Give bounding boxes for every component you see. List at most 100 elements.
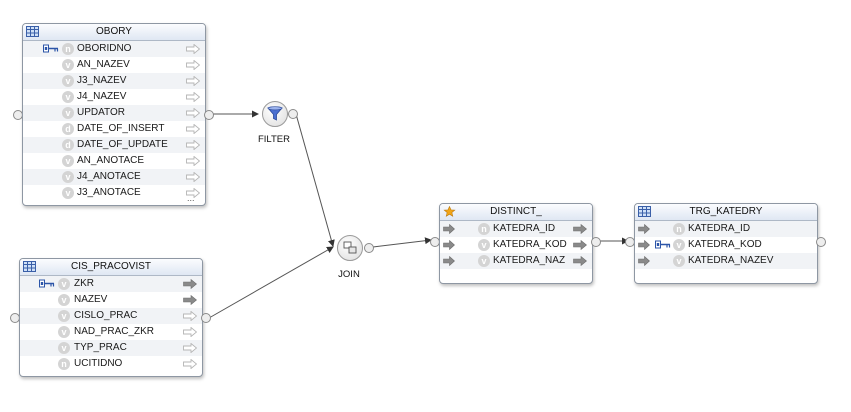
output-arrow-icon[interactable]	[183, 295, 197, 305]
output-arrow-icon[interactable]	[186, 188, 200, 198]
column-name: CISLO_PRAC	[74, 310, 138, 321]
table-header[interactable]: DISTINCT_	[440, 204, 592, 221]
output-arrow-icon[interactable]	[573, 240, 587, 250]
datatype-v-icon: v	[478, 255, 490, 267]
output-arrow-icon[interactable]	[186, 156, 200, 166]
column-row[interactable]: v CISLO_PRAC	[20, 308, 202, 324]
datatype-n-icon: n	[58, 358, 70, 370]
column-name: ZKR	[74, 278, 94, 289]
output-arrow-icon[interactable]	[183, 359, 197, 369]
column-name: UCITIDNO	[74, 358, 123, 369]
column-name: J3_ANOTACE	[77, 187, 141, 198]
column-name: KATEDRA_NAZEV	[688, 255, 774, 266]
output-arrow-icon[interactable]	[183, 279, 197, 289]
join-operator[interactable]	[337, 235, 363, 261]
datatype-v-icon: v	[58, 310, 70, 322]
wire-join-distinct	[372, 237, 432, 248]
datatype-v-icon: v	[58, 326, 70, 338]
datatype-v-icon: v	[62, 155, 74, 167]
column-name: NAZEV	[74, 294, 108, 305]
datatype-v-icon: v	[58, 294, 70, 306]
table-grid-icon	[638, 206, 651, 217]
datatype-v-icon: v	[58, 342, 70, 354]
output-arrow-icon[interactable]	[186, 140, 200, 150]
output-arrow-icon[interactable]	[186, 92, 200, 102]
output-arrow-icon[interactable]	[186, 60, 200, 70]
table-header[interactable]: CIS_PRACOVIST	[20, 259, 202, 276]
output-arrow-icon[interactable]	[183, 343, 197, 353]
input-arrow-icon[interactable]	[638, 256, 650, 266]
distinct-output-port[interactable]	[591, 237, 601, 247]
input-arrow-icon[interactable]	[443, 256, 455, 266]
datatype-v-icon: v	[673, 239, 685, 251]
datatype-d-icon: d	[62, 123, 74, 135]
column-row[interactable]: n UCITIDNO	[20, 356, 202, 372]
input-arrow-icon[interactable]	[443, 224, 455, 234]
column-row[interactable]: v NAZEV	[20, 292, 202, 308]
output-arrow-icon[interactable]	[186, 108, 200, 118]
output-arrow-icon[interactable]	[186, 172, 200, 182]
filter-output-port[interactable]	[288, 109, 298, 119]
output-arrow-icon[interactable]	[186, 76, 200, 86]
datatype-v-icon: v	[62, 171, 74, 183]
filter-operator[interactable]	[262, 101, 288, 127]
funnel-icon	[267, 106, 283, 121]
input-arrow-icon[interactable]	[443, 240, 455, 250]
datatype-v-icon: v	[62, 75, 74, 87]
table-header[interactable]: OBORY	[23, 24, 205, 41]
output-arrow-icon[interactable]	[186, 124, 200, 134]
primary-key-icon	[43, 44, 59, 53]
input-arrow-icon[interactable]	[638, 240, 650, 250]
column-name: AN_ANOTACE	[77, 155, 145, 166]
output-arrow-icon[interactable]	[186, 44, 200, 54]
join-output-port[interactable]	[364, 243, 374, 253]
wire-cis-join	[208, 246, 334, 319]
column-name: DATE_OF_INSERT	[77, 123, 165, 134]
table-title: OBORY	[96, 26, 132, 37]
star-icon	[443, 206, 456, 217]
column-name: DATE_OF_UPDATE	[77, 139, 168, 150]
target-output-port[interactable]	[816, 237, 826, 247]
column-name: OBORIDNO	[77, 43, 132, 54]
column-name: J4_ANOTACE	[77, 171, 141, 182]
output-arrow-icon[interactable]	[183, 311, 197, 321]
cis-output-port[interactable]	[201, 313, 211, 323]
input-arrow-icon[interactable]	[638, 224, 650, 234]
table-title: CIS_PRACOVIST	[70, 261, 152, 272]
output-arrow-icon[interactable]	[183, 327, 197, 337]
output-arrow-icon[interactable]	[573, 256, 587, 266]
datatype-n-icon: n	[478, 223, 490, 235]
join-icon	[343, 241, 357, 254]
obory-output-port[interactable]	[204, 110, 214, 120]
output-arrow-icon[interactable]	[573, 224, 587, 234]
datatype-v-icon: v	[62, 59, 74, 71]
table-header[interactable]: TRG_KATEDRY	[635, 204, 817, 221]
primary-key-icon	[655, 240, 671, 249]
table-title: DISTINCT_	[490, 206, 542, 217]
